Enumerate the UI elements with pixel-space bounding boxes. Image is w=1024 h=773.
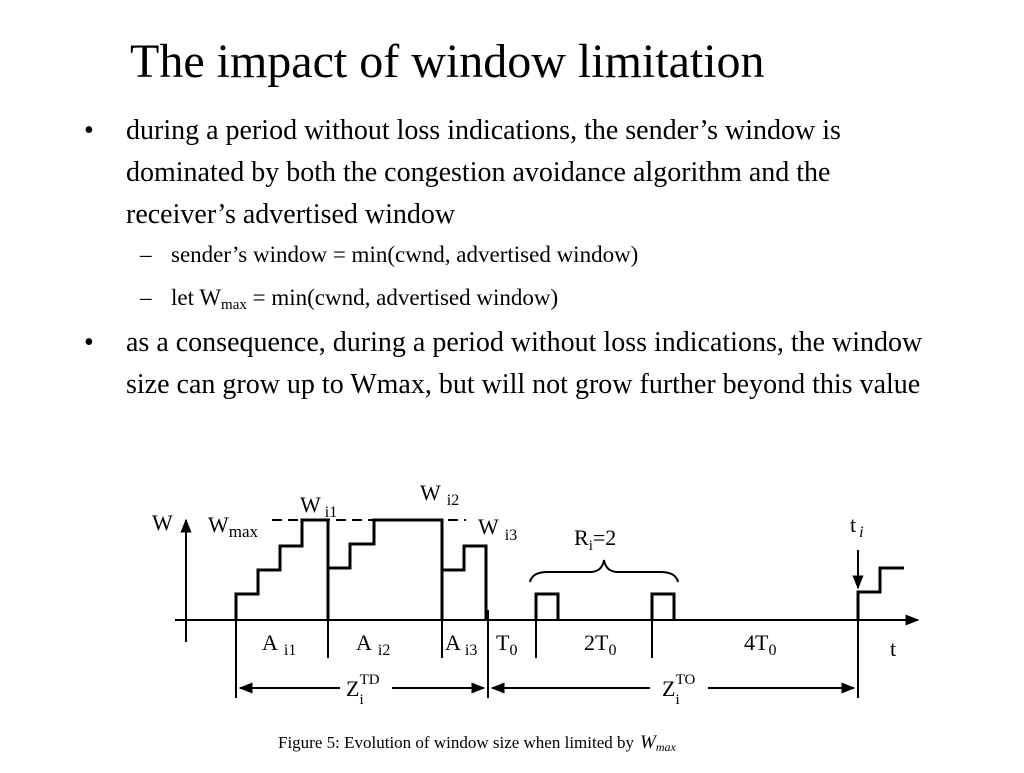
bullet-text: as a consequence, during a period withou…	[126, 327, 923, 400]
t0-label: T0	[496, 630, 517, 659]
figure-caption-symbol: W	[640, 732, 658, 753]
ri-label-suffix: =2	[593, 525, 616, 550]
wi2-label-base: W	[420, 480, 441, 505]
wi1-label-sub: i1	[325, 504, 337, 521]
figure-caption-text: Figure 5: Evolution of window size when …	[278, 733, 635, 752]
wi1-label-base: W	[300, 492, 321, 517]
two-t0-label: 2T0	[584, 630, 616, 659]
ri-label-base: R	[574, 525, 589, 550]
slide-title: The impact of window limitation	[130, 35, 765, 88]
ri-label: Ri=2	[574, 525, 616, 554]
period-ticks	[235, 610, 859, 698]
wmax-label-base: W	[208, 512, 229, 537]
sub-bullet-prefix: let W	[171, 285, 222, 310]
a-i3-label-sub: i3	[465, 642, 477, 659]
z-to-label-base: Z	[662, 676, 675, 701]
window-steps	[234, 518, 904, 620]
x-axis-label: t	[890, 636, 896, 661]
sub-bullet-mark: –	[140, 285, 152, 310]
sub-bullet-mark: –	[140, 242, 152, 267]
a-i1-label-sub: i1	[284, 642, 296, 659]
wi3-label-sub: i3	[505, 527, 517, 544]
two-t0-label-sub: 0	[608, 642, 616, 659]
four-t0-label: 4T0	[744, 630, 776, 659]
a-i2-label-base: A	[356, 630, 372, 655]
sub-bullet-text: let Wmax = min(cwnd, advertised window)	[171, 283, 558, 313]
ti-label-base: t	[850, 512, 856, 537]
four-t0-label-sub: 0	[768, 642, 776, 659]
bullet-mark: •	[84, 115, 94, 146]
wmax-label: Wmax	[208, 512, 259, 541]
ti-label-sub: i	[859, 524, 863, 541]
wmax-label-sub: max	[229, 522, 259, 541]
ri-label-sub: i	[589, 538, 593, 554]
t0-label-base: T	[496, 630, 510, 655]
figure-caption-symbol-sub: max	[656, 740, 677, 754]
restart-steps	[856, 566, 904, 620]
a-i3-label-base: A	[445, 630, 461, 655]
sub-bullet-text: sender’s window = min(cwnd, advertised w…	[171, 242, 639, 267]
bullet-text: during a period without loss indications…	[126, 115, 841, 230]
sub-bullet-suffix: = min(cwnd, advertised window)	[246, 285, 559, 310]
z-td-label-sup: TD	[360, 672, 380, 688]
sub-bullet-subscript: max	[221, 297, 247, 313]
a-i1-label-base: A	[262, 630, 278, 655]
wi3-label-base: W	[478, 514, 499, 539]
z-to-label-sup: TO	[676, 672, 696, 688]
bullet-mark: •	[84, 327, 94, 358]
two-t0-label-base: 2T	[584, 630, 609, 655]
step-series-1	[234, 518, 330, 620]
z-to-label-sub: i	[675, 692, 679, 708]
wi2-label-sub: i2	[447, 492, 459, 509]
a-i2-label-sub: i2	[378, 642, 390, 659]
step-series-3	[440, 544, 488, 620]
bullet-item: • as a consequence, during a period with…	[84, 322, 944, 406]
retransmit-pulse-2	[650, 592, 676, 620]
retransmit-pulse-1	[534, 592, 560, 620]
z-to-label: Zi TO	[662, 672, 696, 708]
bullet-item: • during a period without loss indicatio…	[84, 110, 944, 236]
figure-caption: Figure 5: Evolution of window size when …	[278, 732, 677, 754]
z-td-label-sub: i	[359, 692, 363, 708]
four-t0-label-base: 4T	[744, 630, 769, 655]
sub-bullet-item: – sender’s window = min(cwnd, advertised…	[140, 240, 638, 270]
sub-bullet-item: – let Wmax = min(cwnd, advertised window…	[140, 283, 558, 313]
z-td-label-base: Z	[346, 676, 359, 701]
y-axis-label: W	[152, 510, 173, 535]
ri-brace	[529, 559, 679, 583]
t0-label-sub: 0	[509, 642, 517, 659]
z-td-label: Zi TD	[346, 672, 380, 708]
axes	[175, 518, 920, 642]
step-series-2	[326, 518, 444, 620]
